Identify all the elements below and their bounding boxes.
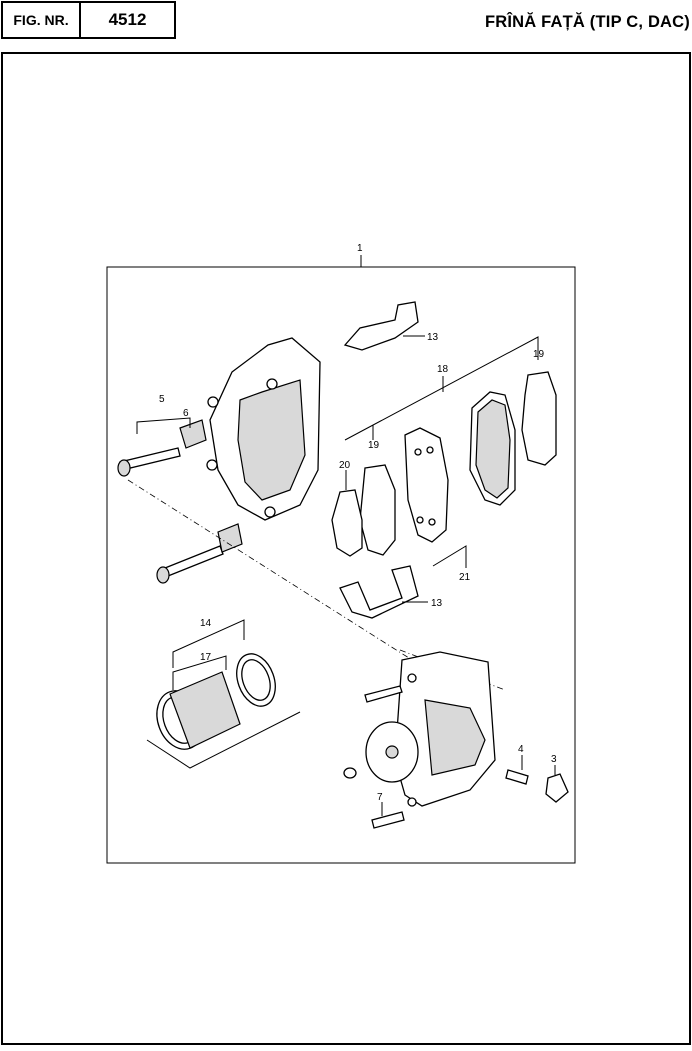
bleeder-screw <box>505 769 529 785</box>
caliper-bracket <box>206 337 321 521</box>
outer-shim-right <box>521 371 557 466</box>
callout-19-left: 19 <box>368 440 380 451</box>
callout-18: 18 <box>437 364 449 375</box>
leader-17 <box>172 655 227 690</box>
leader-bracket-top <box>344 336 539 441</box>
callout-13-top: 13 <box>427 332 439 343</box>
pad-spring-top <box>343 301 419 351</box>
guide-pin-lower <box>156 523 243 584</box>
callout-4: 4 <box>518 744 524 755</box>
bolt-upper <box>364 685 403 703</box>
leader-21 <box>432 545 467 568</box>
page-frame <box>1 52 691 1045</box>
callout-6: 6 <box>183 408 189 419</box>
piston-seal-kit <box>146 619 301 769</box>
assembly-line-1 <box>127 479 421 666</box>
leader-14 <box>172 619 245 668</box>
washer <box>343 767 357 779</box>
page-title: FRÎNĂ FAȚĂ (TIP C, DAC) <box>484 13 690 31</box>
caliper-body <box>365 651 496 807</box>
inner-shim-19 <box>359 464 396 556</box>
callout-3: 3 <box>551 754 557 765</box>
brake-pad-left <box>404 427 449 543</box>
assembly-box <box>106 266 576 864</box>
guide-pin-upper <box>117 447 181 477</box>
dust-boot-upper <box>179 419 207 449</box>
bolt-lower-7 <box>371 811 405 829</box>
callout-7: 7 <box>377 792 383 803</box>
callout-20: 20 <box>339 460 351 471</box>
brake-pad-right <box>469 391 516 506</box>
fig-number: 4512 <box>79 1 176 39</box>
inner-shim-20 <box>331 489 363 557</box>
callout-13-bottom: 13 <box>431 598 443 609</box>
bleeder-cap <box>545 773 569 803</box>
callout-21: 21 <box>459 572 471 583</box>
callout-17: 17 <box>200 652 212 663</box>
leader-5-6 <box>136 417 191 434</box>
callout-19-right: 19 <box>533 349 545 360</box>
callout-5: 5 <box>159 394 165 405</box>
callout-1: 1 <box>357 243 363 254</box>
pad-spring-bottom <box>339 565 419 619</box>
callout-14: 14 <box>200 618 212 629</box>
